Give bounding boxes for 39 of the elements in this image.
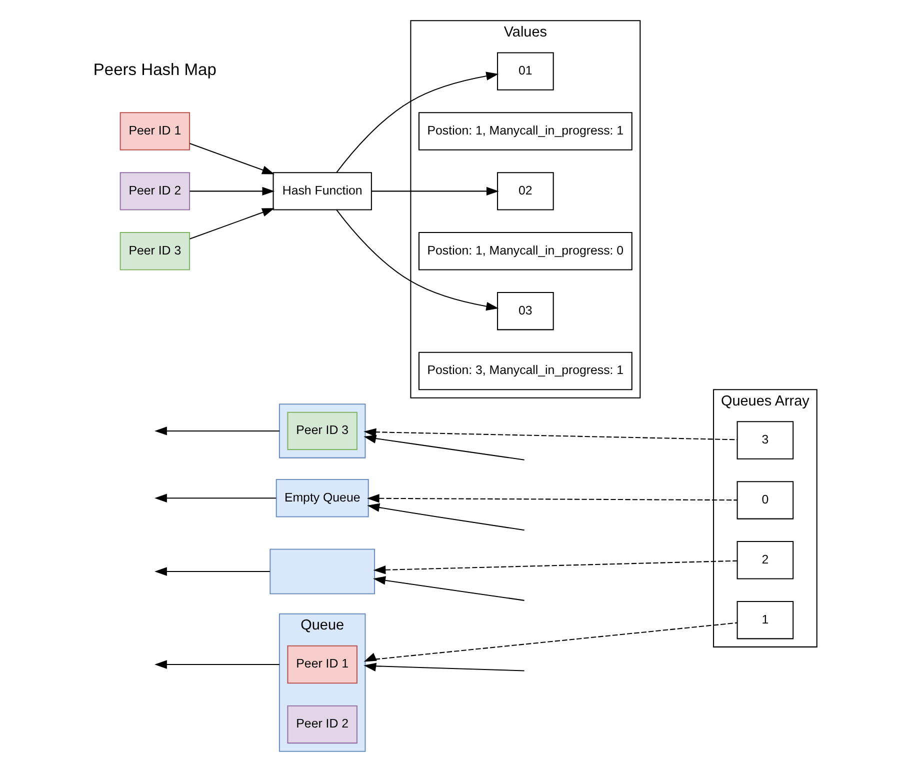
arrow <box>336 210 498 311</box>
node-box: Postion: 3, Manycall_in_progress: 1 <box>418 352 632 390</box>
node-box: Peer ID 2 <box>119 172 190 210</box>
node-box: 03 <box>496 292 554 330</box>
node-box: Peer ID 1 <box>119 112 190 150</box>
node-box: Postion: 1, Manycall_in_progress: 0 <box>418 232 632 270</box>
arrow <box>366 503 524 531</box>
arrow <box>363 622 737 672</box>
node-box <box>269 548 375 594</box>
arrow <box>189 186 274 196</box>
node-box: 3 <box>736 421 794 460</box>
node-box: Peer ID 3 <box>286 412 357 450</box>
node-box: Postion: 1, Manycall_in_progress: 1 <box>418 112 632 150</box>
arrow <box>363 428 737 440</box>
arrow <box>363 428 524 460</box>
arrow <box>363 662 524 672</box>
arrow <box>189 208 274 240</box>
label: Peers Hash Map <box>92 60 216 80</box>
node-box: Peer ID 2 <box>286 705 357 744</box>
arrow <box>336 72 498 173</box>
cluster <box>278 404 366 458</box>
arrow <box>154 567 270 576</box>
node-box: 02 <box>496 172 554 210</box>
arrow <box>372 560 737 574</box>
arrow <box>189 143 274 174</box>
node-box: 1 <box>736 600 794 640</box>
arrow <box>154 494 276 502</box>
node-box: Peer ID 3 <box>119 232 190 270</box>
node-box: 2 <box>736 541 794 580</box>
arrow <box>154 660 279 669</box>
arrow <box>372 576 524 601</box>
node-box: 0 <box>736 481 794 520</box>
node-box: Hash Function <box>272 172 372 210</box>
arrow <box>366 494 737 503</box>
node-box: Peer ID 1 <box>286 645 357 684</box>
node-box: Empty Queue <box>275 479 368 518</box>
node-box: 01 <box>496 52 554 90</box>
arrow <box>371 186 498 196</box>
arrow <box>154 426 279 436</box>
